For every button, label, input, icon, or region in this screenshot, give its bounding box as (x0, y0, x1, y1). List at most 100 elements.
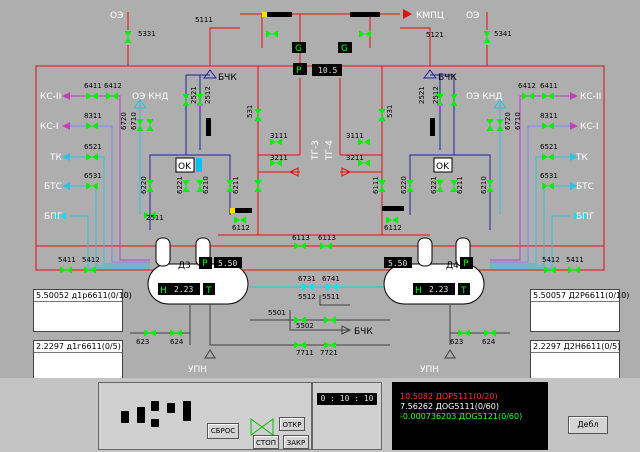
label-bpg-right: БПГ (576, 212, 594, 222)
valve-number: 6113 (318, 234, 336, 242)
open-button[interactable]: ОТКР (279, 417, 305, 431)
deblock-button[interactable]: Дебл (568, 416, 608, 434)
valve-number: 8311 (84, 112, 102, 120)
close-button[interactable]: ЗАКР (283, 435, 309, 449)
arrow-ks2-left-icon (62, 92, 70, 100)
trend-header: 5.50052 д1р6611(0/10) (34, 290, 132, 302)
svg-text:6221: 6221 (176, 176, 184, 194)
svg-text:2521: 2521 (190, 86, 198, 104)
arrow-bts-right-icon (570, 182, 578, 190)
valve-number: 7711 (296, 349, 314, 357)
ok-right: OK (436, 162, 450, 172)
d4-level-readout: 2.23 (429, 285, 448, 294)
label-oe-knd-right: ОЭ КНД (466, 92, 502, 102)
valve-symbol-icon (250, 418, 274, 436)
g-right: G (341, 44, 348, 54)
valve-number: 5501 (268, 309, 286, 317)
arrow-upn-right-icon (444, 349, 456, 359)
arrow-tg4-icon (341, 167, 352, 177)
kmpc-arrow-icon (403, 9, 412, 19)
valve-number: 6531 (540, 172, 558, 180)
kmpc-control-valves[interactable] (262, 12, 380, 76)
label-tg4: ТГ-4 (325, 140, 335, 161)
svg-text:6710: 6710 (130, 112, 138, 130)
label-upn-right: УПН (420, 365, 439, 375)
label-bts-left: БТС (44, 182, 62, 192)
stop-button[interactable]: СТОП (253, 435, 279, 449)
arrow-oe-left-icon (133, 99, 147, 109)
svg-text:6111: 6111 (372, 176, 380, 194)
p-d4: P (463, 259, 469, 269)
label-oe-knd-left: ОЭ КНД (132, 92, 168, 102)
p-d3: P (202, 259, 208, 269)
trend-panel-d1-pressure[interactable]: 5.50052 д1р6611(0/10) (33, 289, 132, 332)
svg-text:2521: 2521 (418, 86, 426, 104)
label-tg3: ТГ-3 (311, 140, 321, 161)
trend-header: 2.2297 д1г6611(0/5) (34, 341, 122, 353)
arrow-bts-left-icon (62, 182, 70, 190)
arrow-bchk-bottom-icon (341, 325, 352, 335)
svg-text:6210: 6210 (202, 176, 210, 194)
label-ks1-left: КС-I (40, 122, 59, 132)
valve-number: 6112 (232, 224, 250, 232)
t-d4: Т (460, 286, 467, 296)
valve-number: 7721 (320, 349, 338, 357)
label-ks1-right: КС-I (580, 122, 599, 132)
control-panel: СБРОС ОТКР СТОП ЗАКР 0 : 10 : 10 10.5082… (0, 378, 640, 452)
svg-text:6720: 6720 (504, 112, 512, 130)
valve-number: 6412 (104, 82, 122, 90)
trend-panel-d2-level[interactable]: 2.2297 Д2Н6611(0/5) (530, 340, 620, 380)
svg-text:2512: 2512 (204, 86, 212, 104)
timer-readout: 0 : 10 : 10 (317, 393, 377, 405)
label-bts-right: БТС (576, 182, 594, 192)
reset-button[interactable]: СБРОС (207, 423, 239, 439)
svg-text:531: 531 (386, 105, 394, 118)
svg-text:6720: 6720 (120, 112, 128, 130)
alarm-line: 7.56262 ДОG5111(0/60) (400, 402, 499, 411)
svg-text:6220: 6220 (400, 176, 408, 194)
valve-number: 5121 (426, 31, 444, 39)
svg-text:3211: 3211 (346, 154, 364, 162)
label-kmpc: КМПЦ (416, 11, 444, 21)
valve-number: 6531 (84, 172, 102, 180)
d4-pressure-readout: 5.50 (388, 259, 407, 268)
arrow-bchk-left-icon (203, 69, 217, 79)
label-bpg-left: БПГ (44, 212, 62, 222)
valve-number: 2511 (146, 214, 164, 222)
svg-text:6211: 6211 (232, 176, 240, 194)
h-d3: Н (160, 286, 167, 296)
label-d3: Д3 (178, 261, 191, 271)
valve-number: 6731 (298, 275, 316, 283)
label-tk-left: ТК (49, 153, 62, 163)
valve-number: 5412 (82, 256, 100, 264)
arrow-oe-right-icon (493, 99, 507, 109)
label-bchk-bottom: БЧК (354, 327, 373, 337)
trend-panel-d1-level[interactable]: 2.2297 д1г6611(0/5) (33, 340, 123, 380)
h-d4: Н (415, 286, 422, 296)
t-d3: Т (205, 286, 212, 296)
arrow-upn-left-icon (204, 349, 216, 359)
svg-text:6210: 6210 (480, 176, 488, 194)
label-d4: Д4 (446, 261, 459, 271)
alarm-line: -0.000736203 ДОG5121(0/60) (400, 412, 523, 421)
g-left: G (295, 44, 302, 54)
arrow-tg3-icon (288, 167, 299, 177)
label-upn-left: УПН (188, 365, 207, 375)
label-bchk-left: БЧК (218, 73, 237, 83)
valve-number: 6521 (84, 143, 102, 151)
center-pressure-readout: 10.5 (318, 66, 337, 75)
svg-text:3111: 3111 (270, 132, 288, 140)
arrow-tk-left-icon (62, 153, 70, 161)
label-ks2-left: КС-II (40, 92, 61, 102)
valve-number: 624 (482, 338, 496, 346)
d3-pressure-readout: 5.50 (218, 259, 237, 268)
valve-number: 5341 (494, 30, 512, 38)
svg-text:3111: 3111 (346, 132, 364, 140)
trend-header: 2.2297 Д2Н6611(0/5) (531, 341, 621, 353)
valve-number: 5411 (566, 256, 584, 264)
arrow-ks2-right-icon (570, 92, 578, 100)
svg-text:3211: 3211 (270, 154, 288, 162)
label-oe-left: ОЭ (110, 11, 123, 21)
valve-number: 8311 (540, 112, 558, 120)
trend-panel-d2-pressure[interactable]: 5.50057 Д2Р6611(0/10) (530, 289, 629, 332)
